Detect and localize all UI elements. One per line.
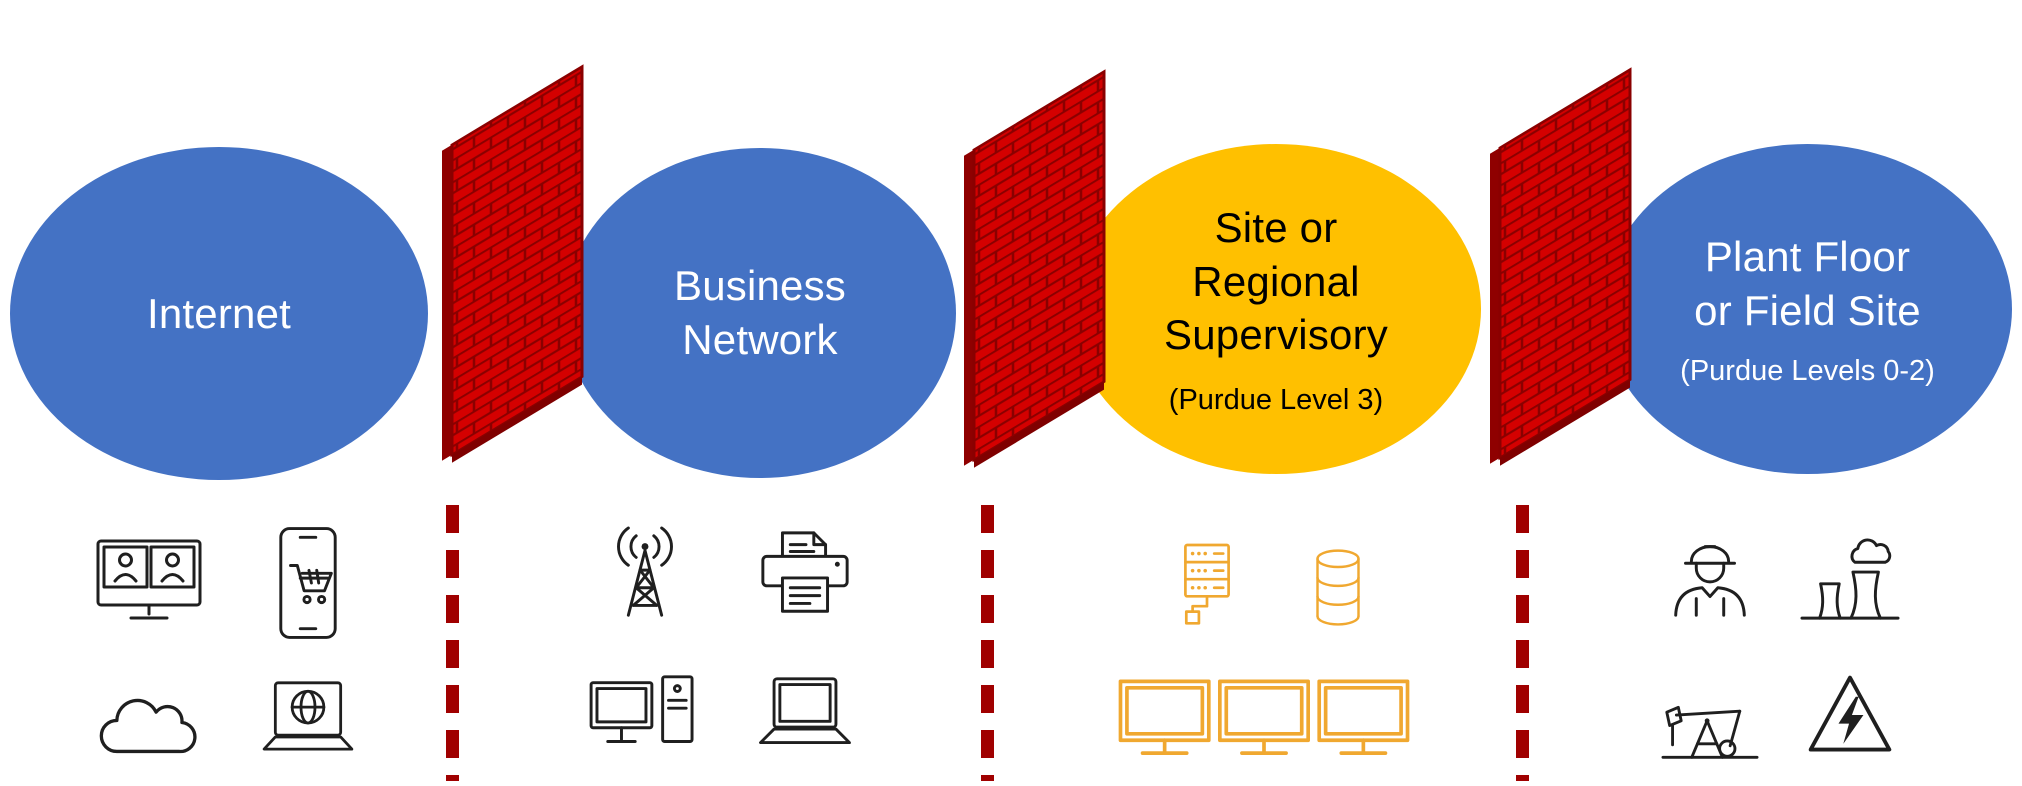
zone-internet: Internet [10, 147, 428, 480]
database-icon [1315, 549, 1360, 626]
plant-floor-icon-group [1640, 505, 1920, 785]
power-plant-icon [1800, 538, 1900, 620]
high-voltage-icon [1808, 675, 1892, 752]
firewall-1-icon [442, 64, 584, 463]
zone-supervisory-label: Site or Regional Supervisory [1164, 203, 1388, 359]
cloud-icon [99, 699, 197, 754]
internet-icon-group [75, 505, 385, 785]
business-network-icon-group [565, 505, 885, 785]
zone-plant-floor-label: Plant Floor or Field Site [1694, 232, 1921, 334]
supervisory-icon-group-top [1120, 532, 1420, 648]
zone-plant-floor-sublabel: (Purdue Levels 0-2) [1680, 355, 1935, 388]
desktop-computer-icon [589, 675, 694, 744]
dashed-separator-3 [1516, 505, 1529, 781]
zone-business-network-label: Business Network [673, 262, 847, 363]
laptop-globe-icon [262, 681, 353, 751]
pump-jack-icon [1661, 705, 1759, 759]
dashed-separator-1 [446, 505, 459, 781]
zone-supervisory-sublabel: (Purdue Level 3) [1168, 384, 1384, 417]
supervisory-icon-group-bottom [1116, 670, 1412, 770]
field-worker-icon [1674, 544, 1746, 617]
server-rack-icon [1183, 543, 1230, 625]
laptop-icon [759, 677, 851, 744]
radio-tower-icon [617, 526, 673, 617]
zone-site-regional-supervisory: Site or Regional Supervisory (Purdue Lev… [1071, 144, 1481, 474]
firewall-2-icon [964, 69, 1106, 468]
video-conference-icon [96, 539, 201, 620]
printer-icon [761, 531, 849, 613]
zone-business-network: Business Network [564, 148, 956, 478]
dashed-separator-2 [981, 505, 994, 781]
zone-internet-label: Internet [146, 289, 292, 337]
zone-plant-floor: Plant Floor or Field Site (Purdue Levels… [1603, 144, 2012, 474]
operator-monitors-icon [1118, 679, 1410, 755]
mobile-shopping-icon [278, 526, 337, 639]
firewall-3-icon [1490, 67, 1632, 466]
